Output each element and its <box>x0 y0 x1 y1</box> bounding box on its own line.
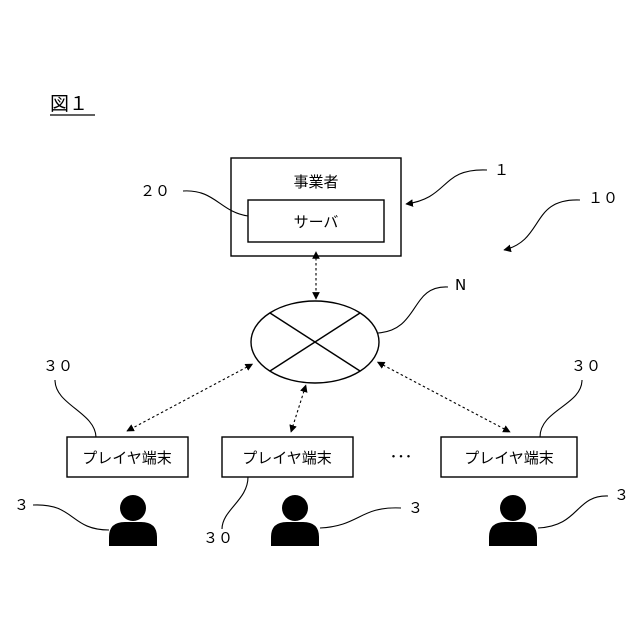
system-ref-arrow <box>504 200 580 250</box>
terminal-ref-leader-2 <box>222 477 248 529</box>
terminal-ref-label-3: ３０ <box>571 357 601 375</box>
player-terminal-label-1: プレイヤ端末 <box>82 449 172 467</box>
network-player3-link <box>383 365 510 432</box>
person-icon <box>489 495 537 546</box>
user-ref-leader-3 <box>538 496 608 528</box>
operator-ref-arrow <box>406 170 487 204</box>
person-icon <box>271 495 319 546</box>
user-ref-leader-1 <box>33 505 109 530</box>
terminal-ref-label-1: ３０ <box>43 357 73 375</box>
server-label: サーバ <box>294 213 339 231</box>
system-ref-label: １０ <box>588 189 618 207</box>
network-ref-leader <box>378 287 448 333</box>
network-node <box>251 301 379 383</box>
user-ref-label-1: ３ <box>14 496 29 514</box>
figure-title: 図１ <box>50 93 88 115</box>
network-player2-link <box>291 391 304 432</box>
terminal-ref-label-2: ３０ <box>203 529 233 547</box>
terminal-ref-leader-3 <box>540 380 582 437</box>
more-terminals-ellipsis: ･･･ <box>390 448 413 466</box>
user-ref-leader-2 <box>320 508 401 528</box>
user-ref-label-2: ３ <box>408 499 423 517</box>
operator-ref-label: １ <box>494 161 509 179</box>
player-terminal-label-3: プレイヤ端末 <box>464 449 554 467</box>
network-ref-label: N <box>455 276 466 294</box>
operator-label: 事業者 <box>293 173 338 191</box>
player-terminal-label-2: プレイヤ端末 <box>242 449 332 467</box>
network-player1-link <box>127 367 247 431</box>
user-ref-label-3: ３ <box>614 486 629 504</box>
server-ref-label: ２０ <box>140 182 170 200</box>
person-icon <box>109 495 157 546</box>
terminal-ref-leader-1 <box>55 380 96 437</box>
